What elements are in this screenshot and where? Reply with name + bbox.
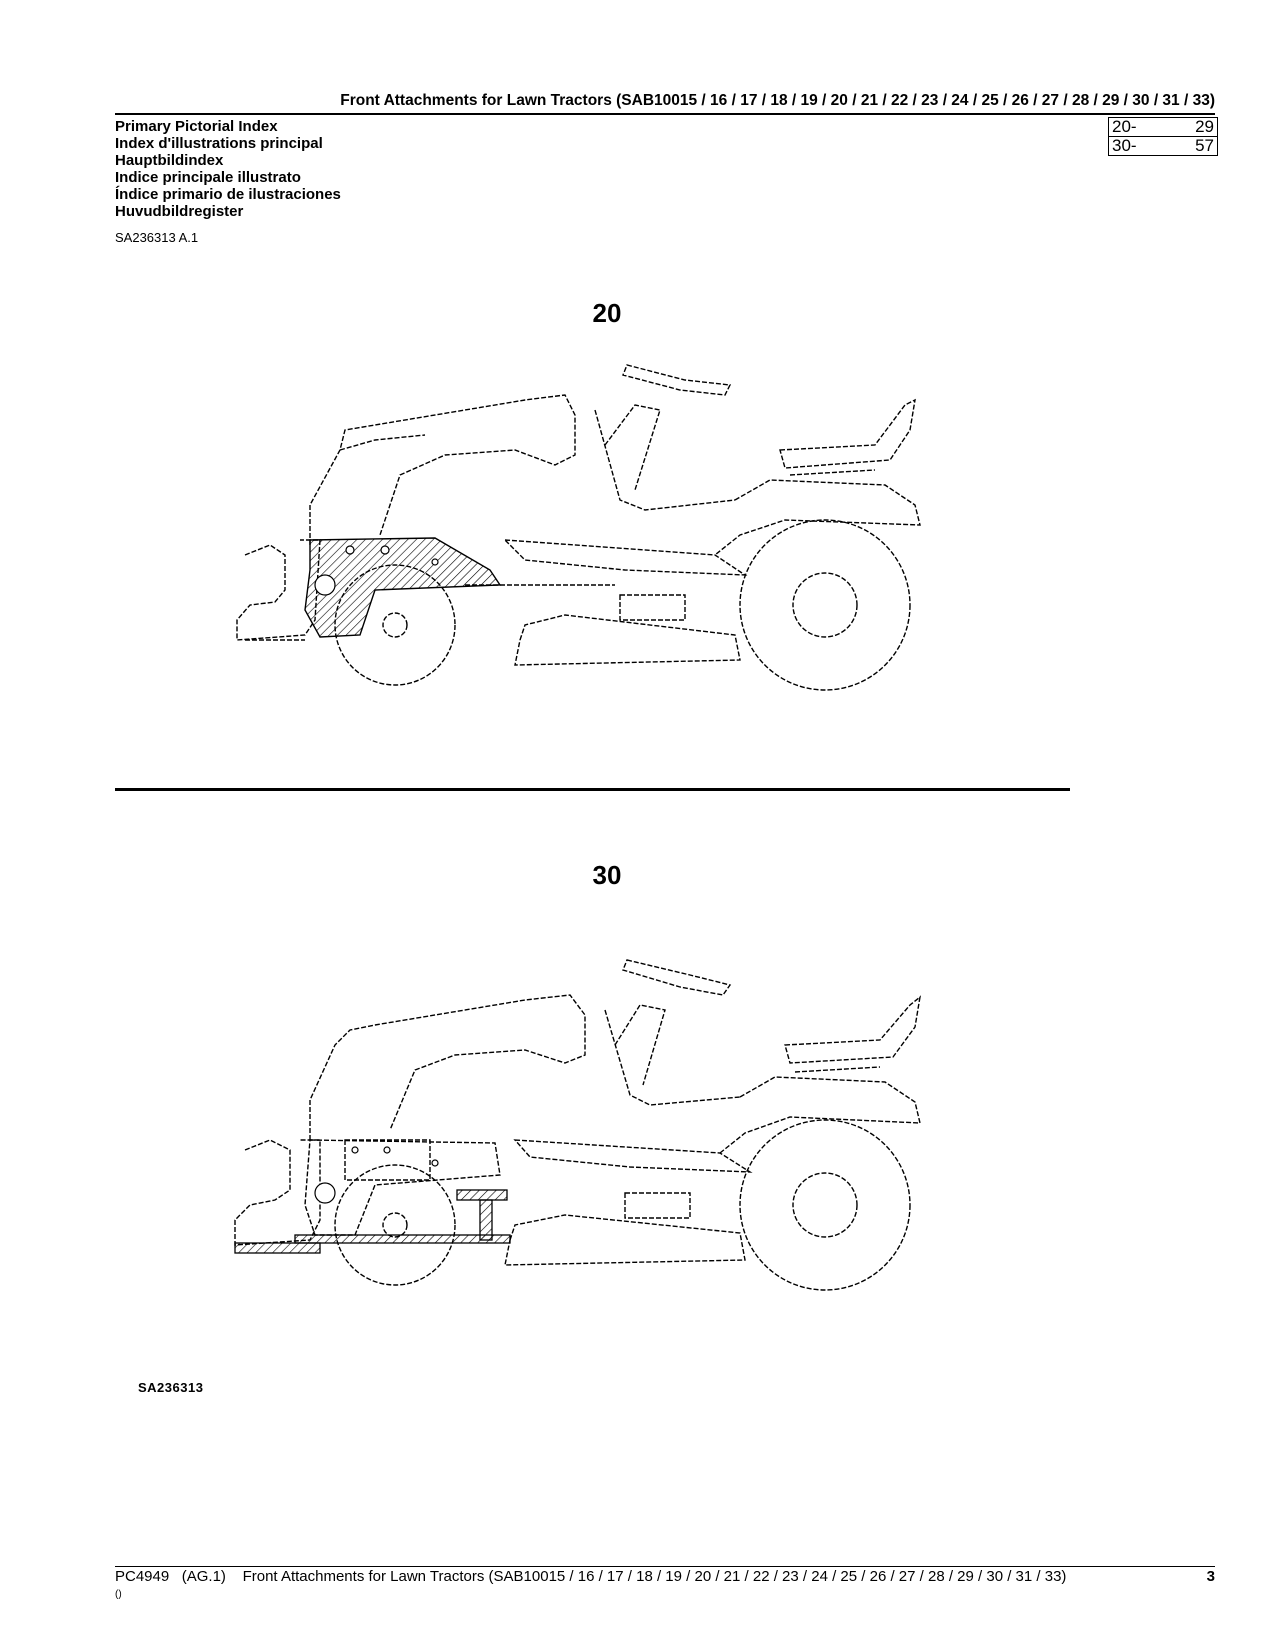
footer-title: Front Attachments for Lawn Tractors (SAB…: [242, 1568, 1067, 1585]
section-number-20: 20: [592, 298, 622, 328]
range-row[interactable]: 20- 29: [1109, 118, 1218, 137]
range-from: 20-: [1112, 117, 1137, 136]
section-divider: [115, 788, 1070, 791]
hatched-spindle: [479, 1199, 493, 1241]
footer-rule: [115, 1566, 1215, 1567]
index-title-de: Hauptbildindex: [115, 152, 224, 169]
image-code: SA236313: [138, 1380, 204, 1395]
tractor-illustration-30[interactable]: [225, 935, 965, 1325]
index-title-en: Primary Pictorial Index: [115, 118, 278, 135]
hatched-frame: [304, 537, 502, 638]
hatched-pulley: [456, 1189, 508, 1201]
footer-sub: (): [115, 1589, 122, 1600]
range-to: 57: [1195, 136, 1214, 155]
footer-revision: (AG.1): [181, 1568, 226, 1585]
range-to: 29: [1195, 117, 1214, 136]
tractor-illustration-20[interactable]: [225, 340, 965, 720]
index-title-it: Indice principale illustrato: [115, 169, 301, 186]
footer-page-number: 3: [1206, 1568, 1215, 1585]
hatched-plate: [234, 1242, 321, 1254]
range-row[interactable]: 30- 57: [1108, 136, 1218, 156]
header-rule: [115, 113, 1215, 115]
index-titles: Primary Pictorial Index Index d'illustra…: [115, 118, 341, 220]
index-title-sv: Huvudbildregister: [115, 203, 244, 220]
footer-doc-id: PC4949: [115, 1568, 170, 1585]
index-title-es: Índice primario de ilustraciones: [115, 186, 341, 203]
section-number-30: 30: [592, 860, 622, 890]
section-range-table: 20- 29 30- 57: [1108, 117, 1218, 156]
index-title-fr: Index d'illustrations principal: [115, 135, 323, 152]
hatched-rail: [294, 1234, 511, 1244]
figure-ref: SA236313 A.1: [115, 230, 199, 245]
range-from: 30-: [1112, 136, 1137, 155]
footer: PC4949 (AG.1) Front Attachments for Lawn…: [115, 1568, 1215, 1585]
header-title: Front Attachments for Lawn Tractors (SAB…: [340, 92, 1215, 109]
